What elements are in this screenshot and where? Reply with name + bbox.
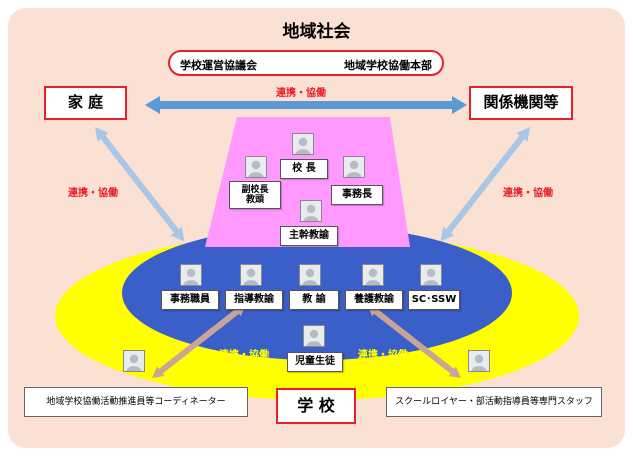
- inner-right-double-arrow: [367, 304, 461, 378]
- person-icon: [468, 350, 490, 372]
- role-vice-line1: 副校長: [241, 184, 269, 195]
- page-title: 地域社会: [282, 22, 351, 42]
- coordinator-box: 地域学校協働活動推進員等コーディネーター: [24, 387, 248, 417]
- person-icon: [299, 264, 321, 286]
- role-vice-line2: 教頭: [245, 195, 264, 205]
- person-icon: [245, 156, 267, 178]
- role-students: 児童生徒: [287, 352, 343, 372]
- left-double-arrow: [95, 127, 185, 242]
- inner-left-double-arrow: [152, 304, 246, 378]
- family-box: 家 庭: [44, 86, 127, 120]
- link-label-inner-right: 連携・協働: [358, 350, 408, 361]
- person-icon: [240, 264, 262, 286]
- role-chief-teacher: 主幹教諭: [280, 226, 338, 246]
- person-icon: [300, 200, 322, 222]
- link-label-top: 連携・協働: [276, 88, 326, 99]
- role-office-head: 事務長: [331, 185, 383, 205]
- person-icon: [362, 264, 384, 286]
- person-icon: [343, 156, 365, 178]
- role-nurse-teacher: 養護教諭: [345, 290, 403, 310]
- person-icon: [292, 133, 314, 155]
- top-double-arrow: [145, 96, 467, 114]
- staff-box: スクールロイヤー・部活動指導員等専門スタッフ: [386, 387, 602, 417]
- role-teacher: 教 諭: [289, 290, 339, 310]
- link-label-left: 連携・協働: [68, 188, 118, 199]
- link-label-inner-left: 連携・協働: [219, 350, 269, 361]
- role-sc-ssw: SC･SSW: [408, 290, 460, 310]
- person-icon: [420, 264, 442, 286]
- management-trapezoid: [205, 117, 410, 247]
- person-icon: [180, 264, 202, 286]
- person-icon: [303, 325, 325, 347]
- school-box: 学 校: [276, 388, 356, 424]
- role-principal: 校 長: [280, 159, 328, 179]
- role-office-staff: 事務職員: [161, 290, 219, 310]
- role-guidance-teacher: 指導教諭: [225, 290, 283, 310]
- agencies-box: 関係機関等: [469, 86, 573, 120]
- right-double-arrow: [440, 127, 530, 242]
- council-box: 学校運営協議会 地域学校協働本部: [168, 50, 444, 76]
- person-icon: [123, 350, 145, 372]
- council-left-label: 学校運営協議会: [180, 59, 257, 72]
- council-right-label: 地域学校協働本部: [344, 59, 432, 72]
- link-label-right: 連携・協働: [503, 188, 553, 199]
- role-vice-principal: 副校長 教頭: [229, 181, 281, 209]
